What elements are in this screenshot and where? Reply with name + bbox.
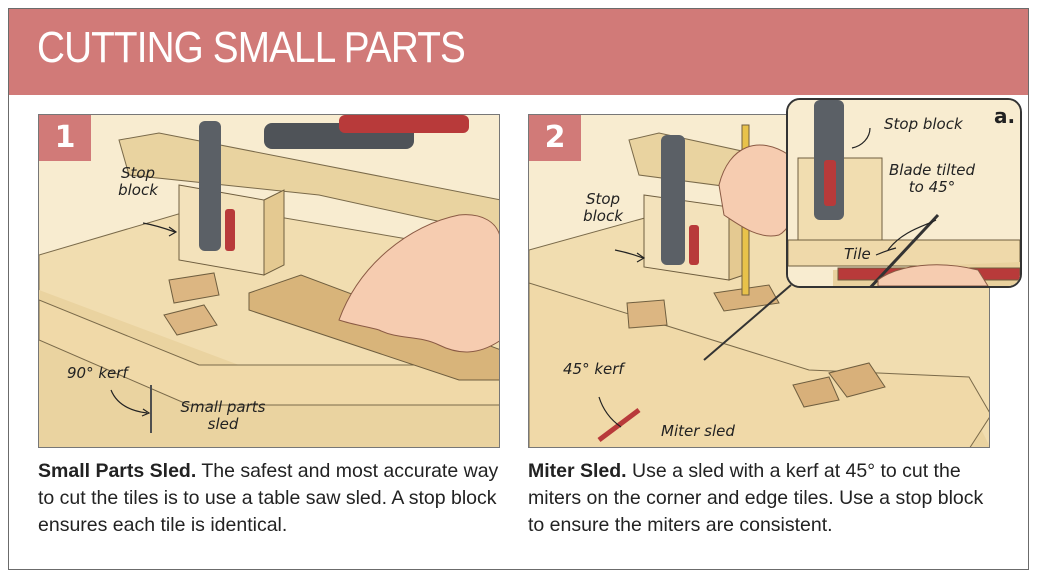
caption-text: Use a sled with a kerf at 45° to cut the… (528, 460, 984, 536)
blade-tilt-illustration (788, 100, 1020, 286)
hand-icon (877, 264, 989, 286)
panel-small-parts-sled: 1 Stop block 90° kerf Small parts sled (38, 114, 500, 448)
inset-letter: a. (994, 104, 1016, 128)
stop-block-label: Stop block (884, 115, 963, 133)
page-title: CUTTING SMALL PARTS (37, 23, 466, 72)
title-banner: CUTTING SMALL PARTS (9, 9, 1028, 95)
step-number-badge: 1 (39, 115, 91, 161)
small-parts-sled-label: Small parts sled (180, 398, 266, 433)
kerf-label: 45° kerf (563, 360, 624, 378)
miter-sled-label: Miter sled (661, 422, 735, 440)
stop-block-label: Stop block (118, 164, 158, 199)
small-parts-sled-illustration (39, 115, 499, 447)
inset-detail-a: Stop block a. Blade tilted to 45° Tile (786, 98, 1022, 288)
caption-heading: Small Parts Sled. (38, 460, 197, 482)
stop-block-label: Stop block (583, 190, 623, 225)
caption-heading: Miter Sled. (528, 460, 627, 482)
clamp-icon (661, 135, 685, 265)
caption-text: The safest and most accurate way to cut … (38, 460, 499, 536)
banner-zigzag-edge (9, 87, 1028, 95)
hand-icon (338, 214, 499, 353)
blade-tilted-label: Blade tilted to 45° (888, 161, 975, 196)
tile-label: Tile (844, 245, 871, 263)
step-number-badge: 2 (529, 115, 581, 161)
clamp-icon (199, 121, 221, 251)
kerf-label: 90° kerf (67, 364, 128, 382)
caption-miter-sled: Miter Sled. Use a sled with a kerf at 45… (528, 458, 990, 539)
caption-small-parts-sled: Small Parts Sled. The safest and most ac… (38, 458, 500, 539)
